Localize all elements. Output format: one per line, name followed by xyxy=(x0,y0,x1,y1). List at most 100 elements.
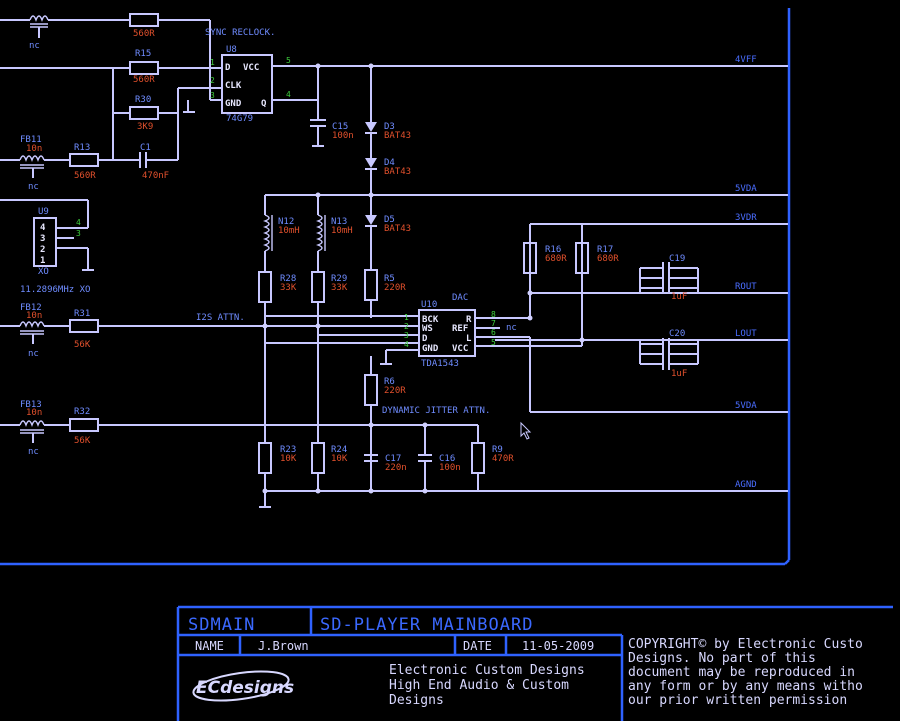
u10-pin-ref: REF xyxy=(452,324,468,334)
c15-ref: C15 xyxy=(332,122,348,132)
u10-nc: nc xyxy=(506,323,517,333)
c15-value: 100n xyxy=(332,131,354,141)
c16-value: 100n xyxy=(439,463,461,473)
fb11-ref: FB11 xyxy=(20,135,42,145)
u10-pin-ws: WS xyxy=(422,324,433,334)
net-rout: ROUT xyxy=(735,282,757,292)
u8-ref: U8 xyxy=(226,45,237,55)
r29-ref: R29 xyxy=(331,274,347,284)
u8-pin-d: D xyxy=(225,63,231,73)
c19-ref: C19 xyxy=(669,254,685,264)
u8-flipflop xyxy=(221,54,318,114)
sheet-name: SDMAIN xyxy=(188,615,255,635)
net-5vda-bottom: 5VDA xyxy=(735,401,757,411)
copyright-line-5: our prior written permission xyxy=(628,693,847,708)
junction-dot xyxy=(315,63,321,69)
ferrite-top-nc: nc xyxy=(29,41,40,51)
fb11-nc: nc xyxy=(28,182,39,192)
fb12-row xyxy=(0,319,404,344)
u9-pin-num-a: 4 xyxy=(76,218,81,227)
u9-pin-3: 3 xyxy=(40,234,45,244)
r9-value: 470R xyxy=(492,454,514,464)
n12-value: 10mH xyxy=(278,226,300,236)
company-line-1: Electronic Custom Designs xyxy=(389,663,585,678)
company-line-2: High End Audio & Custom xyxy=(389,678,569,693)
r23-ref: R23 xyxy=(280,445,296,455)
r31-value: 56K xyxy=(74,340,91,350)
copyright-line-1: COPYRIGHT© by Electronic Custo xyxy=(628,637,863,652)
r28-ref: R28 xyxy=(280,274,296,284)
junction-dot xyxy=(262,488,268,494)
u10-ref: U10 xyxy=(421,300,437,310)
u10-pin-num-2: 2 xyxy=(404,322,409,331)
u10-pin-d: D xyxy=(422,334,428,344)
u9-pin-1: 1 xyxy=(40,256,45,266)
resistor-top-value: 560R xyxy=(133,29,155,39)
fb12-ref: FB12 xyxy=(20,303,42,313)
junction-dot xyxy=(368,63,374,69)
date-value: 11-05-2009 xyxy=(522,639,594,653)
junction-dot xyxy=(315,192,321,198)
n12-ref: N12 xyxy=(278,217,294,227)
u9-crystal-oscillator xyxy=(0,199,94,271)
u10-pin-bck: BCK xyxy=(422,315,439,325)
u10-pin-num-8: 8 xyxy=(491,310,496,319)
fb13-row xyxy=(0,418,371,443)
u8-pin-num-gnd: 3 xyxy=(210,91,215,100)
r24-ref: R24 xyxy=(331,445,347,455)
junction-dot xyxy=(315,323,321,329)
mouse-cursor-icon xyxy=(520,421,532,440)
n13-ref: N13 xyxy=(331,217,347,227)
c20-value: 1uF xyxy=(671,369,687,379)
diode-chain xyxy=(365,66,377,270)
u9-ref: U9 xyxy=(38,207,49,217)
sheet-title: SD-PLAYER MAINBOARD xyxy=(320,615,533,635)
r24-value: 10K xyxy=(331,454,348,464)
r9-ref: R9 xyxy=(492,445,503,455)
copyright-line-3: document may be reproduced in xyxy=(628,665,855,680)
d3-value: BAT43 xyxy=(384,131,411,141)
fb11-value: 10n xyxy=(26,144,42,154)
u8-pin-q: Q xyxy=(261,99,267,109)
junction-dot xyxy=(527,315,533,321)
junction-dot xyxy=(368,488,374,494)
output-section xyxy=(523,242,699,370)
u10-pin-r: R xyxy=(466,315,472,325)
r23-value: 10K xyxy=(280,454,297,464)
c19-value: 1uF xyxy=(671,292,687,302)
dac-section xyxy=(364,224,583,491)
u8-pin-num-d: 1 xyxy=(210,58,215,67)
date-label: DATE xyxy=(463,639,492,653)
r28-value: 33K xyxy=(280,283,297,293)
c17-ref: C17 xyxy=(385,454,401,464)
fb12-value: 10n xyxy=(26,311,42,321)
d4-ref: D4 xyxy=(384,158,395,168)
u8-pin-num-clk: 2 xyxy=(210,76,215,85)
name-value: J.Brown xyxy=(258,639,309,653)
r5-ref: R5 xyxy=(384,274,395,284)
u10-pin-num-3: 3 xyxy=(404,331,409,340)
c16-ref: C16 xyxy=(439,454,455,464)
junction-dot xyxy=(527,290,533,296)
u9-sub: XO xyxy=(38,267,49,277)
n13-value: 10mH xyxy=(331,226,353,236)
r30-value: 3K9 xyxy=(137,122,153,132)
c20-ref: C20 xyxy=(669,329,685,339)
u10-pin-vcc: VCC xyxy=(452,344,468,354)
u10-pin-num-7: 7 xyxy=(491,319,496,328)
fb13-ref: FB13 xyxy=(20,400,42,410)
r17-value: 680R xyxy=(597,254,619,264)
name-label: NAME xyxy=(195,639,224,653)
net-5vda-top: 5VDA xyxy=(735,184,757,194)
net-lout: LOUT xyxy=(735,329,757,339)
company-line-3: Designs xyxy=(389,693,444,708)
sync-reclock-title: SYNC RECLOCK. xyxy=(205,28,275,38)
r6-ref: R6 xyxy=(384,377,395,387)
jitter-attenuation-network xyxy=(364,424,485,491)
d3-ref: D3 xyxy=(384,122,395,132)
u8-pin-gnd: GND xyxy=(225,99,242,109)
u10-pin-gnd: GND xyxy=(422,344,439,354)
d4-value: BAT43 xyxy=(384,167,411,177)
logo-text: ECdesigns xyxy=(196,678,294,698)
net-3vdr: 3VDR xyxy=(735,213,757,223)
